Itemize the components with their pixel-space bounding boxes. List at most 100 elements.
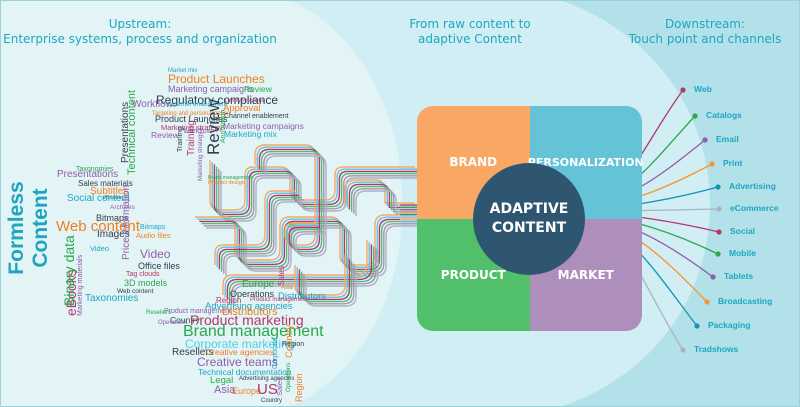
word-cloud-term: eBooks [103, 195, 122, 201]
upstream-heading-line2: Enterprise systems, process and organiza… [3, 32, 277, 46]
channel-dot [716, 229, 722, 235]
pipe-line [231, 248, 377, 304]
word-cloud-term: Creative teams [197, 355, 278, 369]
word-cloud-term: Product Launches [168, 72, 265, 86]
quadrant-product-label: PRODUCT [440, 267, 506, 282]
channel-dot [715, 251, 721, 257]
word-cloud-term: 3D models [124, 278, 168, 288]
downstream-heading: Downstream: Touch point and channels [620, 17, 790, 47]
word-cloud-term: US [257, 381, 278, 398]
word-cloud-term: Product marketing [190, 312, 304, 328]
channel-dot [715, 184, 721, 190]
quadrant-personalization-label: PERSONALIZATION [527, 155, 642, 169]
word-cloud-term: Web content [117, 288, 154, 295]
word-cloud-term: Technical documentation [198, 367, 292, 377]
word-cloud-term: Marketing campaigns [223, 121, 304, 131]
pipe-line [258, 148, 321, 251]
word-cloud-term: Legal [210, 375, 234, 386]
middle-heading-line1: From raw content to [409, 17, 531, 31]
word-cloud-term: Product design [208, 180, 245, 186]
pipe-line [298, 259, 351, 301]
upstream-heading: Upstream: Enterprise systems, process an… [0, 17, 280, 47]
word-cloud-term: Archives [110, 204, 135, 211]
word-cloud-term: Product management [164, 308, 231, 315]
channel-dot [680, 87, 686, 93]
word-cloud-term: Corporate marketing [185, 337, 295, 351]
channel-packaging: Packaging [708, 320, 751, 330]
quadrant-brand-label: BRAND [449, 155, 498, 170]
word-cloud-term: Country [261, 398, 283, 404]
word-cloud-term: Operations [158, 320, 188, 326]
word-cloud-term: Marketing mix [224, 129, 277, 139]
channel-mobile: Mobile [729, 248, 756, 258]
channel-dot [680, 347, 686, 353]
word-cloud-term: Channel enablement [167, 101, 227, 108]
word-cloud-term: Advertising agencies [239, 376, 295, 382]
pipe-line [220, 171, 426, 222]
pipe-line [300, 261, 353, 303]
channel-ecommerce: eCommerce [730, 203, 779, 213]
word-cloud-term: Office files [138, 261, 180, 271]
pipe-line [216, 192, 298, 268]
word-cloud-term: Marketing campaigns [168, 84, 254, 94]
pipe-line [224, 242, 370, 298]
word-cloud-term: Targeting and personalization [152, 111, 231, 117]
channel-web: Web [694, 84, 712, 94]
pipe-line [220, 196, 302, 272]
channel-dot [704, 299, 710, 305]
pipe-line [355, 190, 426, 216]
pipe-line [350, 185, 422, 212]
pipe-line [296, 257, 348, 298]
word-cloud-term: Region [282, 341, 305, 348]
pipe-line [218, 194, 300, 270]
word-cloud-term: Video [140, 247, 171, 261]
pipe-line [225, 201, 306, 276]
channel-dot [702, 137, 708, 143]
middle-heading-line2: adaptive Content [417, 32, 522, 46]
word-cloud-term: Video [90, 244, 110, 253]
pipe-line [353, 188, 424, 214]
center-line2: CONTENT [491, 220, 567, 236]
pipe-line [214, 190, 295, 265]
word-cloud-term: Asia [281, 285, 293, 291]
word-cloud-term: Presentations [57, 169, 119, 180]
quadrant-market-label: MARKET [557, 267, 614, 282]
word-cloud-term: Approval [223, 103, 261, 114]
word-cloud-term: Regulatory compliance [156, 93, 279, 107]
downstream-heading-line1: Downstream: [664, 17, 746, 31]
word-cloud-term: Product management [250, 297, 308, 303]
word-cloud-term: Marketing strategy [161, 123, 223, 132]
word-cloud-term: Sales materials [78, 179, 133, 188]
word-cloud-term: Channel enablement [224, 113, 289, 120]
pipe-line [265, 155, 327, 257]
word-cloud-term: Taxonomies [85, 293, 139, 304]
pipe-line [223, 199, 304, 274]
word-cloud-term: Tag clouds [126, 271, 160, 278]
word-cloud-term: Resellers [146, 310, 172, 316]
channel-tablets: Tablets [724, 271, 754, 281]
word-cloud-term: Product Launches [155, 114, 228, 124]
word-cloud-term: Market mix [168, 68, 198, 74]
word-cloud-term: Bitmaps [140, 224, 166, 231]
quadrant-market: MARKET [529, 218, 642, 331]
word-cloud-term: Brand management [208, 175, 252, 181]
channel-broadcasting: Broadcasting [718, 296, 773, 306]
pipe-line [348, 183, 420, 210]
word-cloud-term: Audio files [136, 231, 171, 240]
pipe-line [260, 150, 323, 253]
word-cloud-term: Distributors [222, 306, 278, 318]
background-inner-arc [0, 0, 403, 407]
word-cloud-term: Brand management [183, 323, 324, 340]
pipe-line [226, 244, 373, 300]
pipe-line [254, 144, 316, 246]
word-cloud-term: Web content [56, 218, 140, 235]
word-cloud-term: Taxonomies [76, 166, 114, 173]
word-cloud-term: Region [216, 296, 242, 305]
word-cloud-term: Distributors [278, 291, 327, 302]
word-cloud-term: Country [170, 315, 200, 325]
channel-dot [694, 323, 700, 329]
pipe-line [222, 240, 368, 295]
word-cloud-term: Europe [232, 386, 262, 396]
